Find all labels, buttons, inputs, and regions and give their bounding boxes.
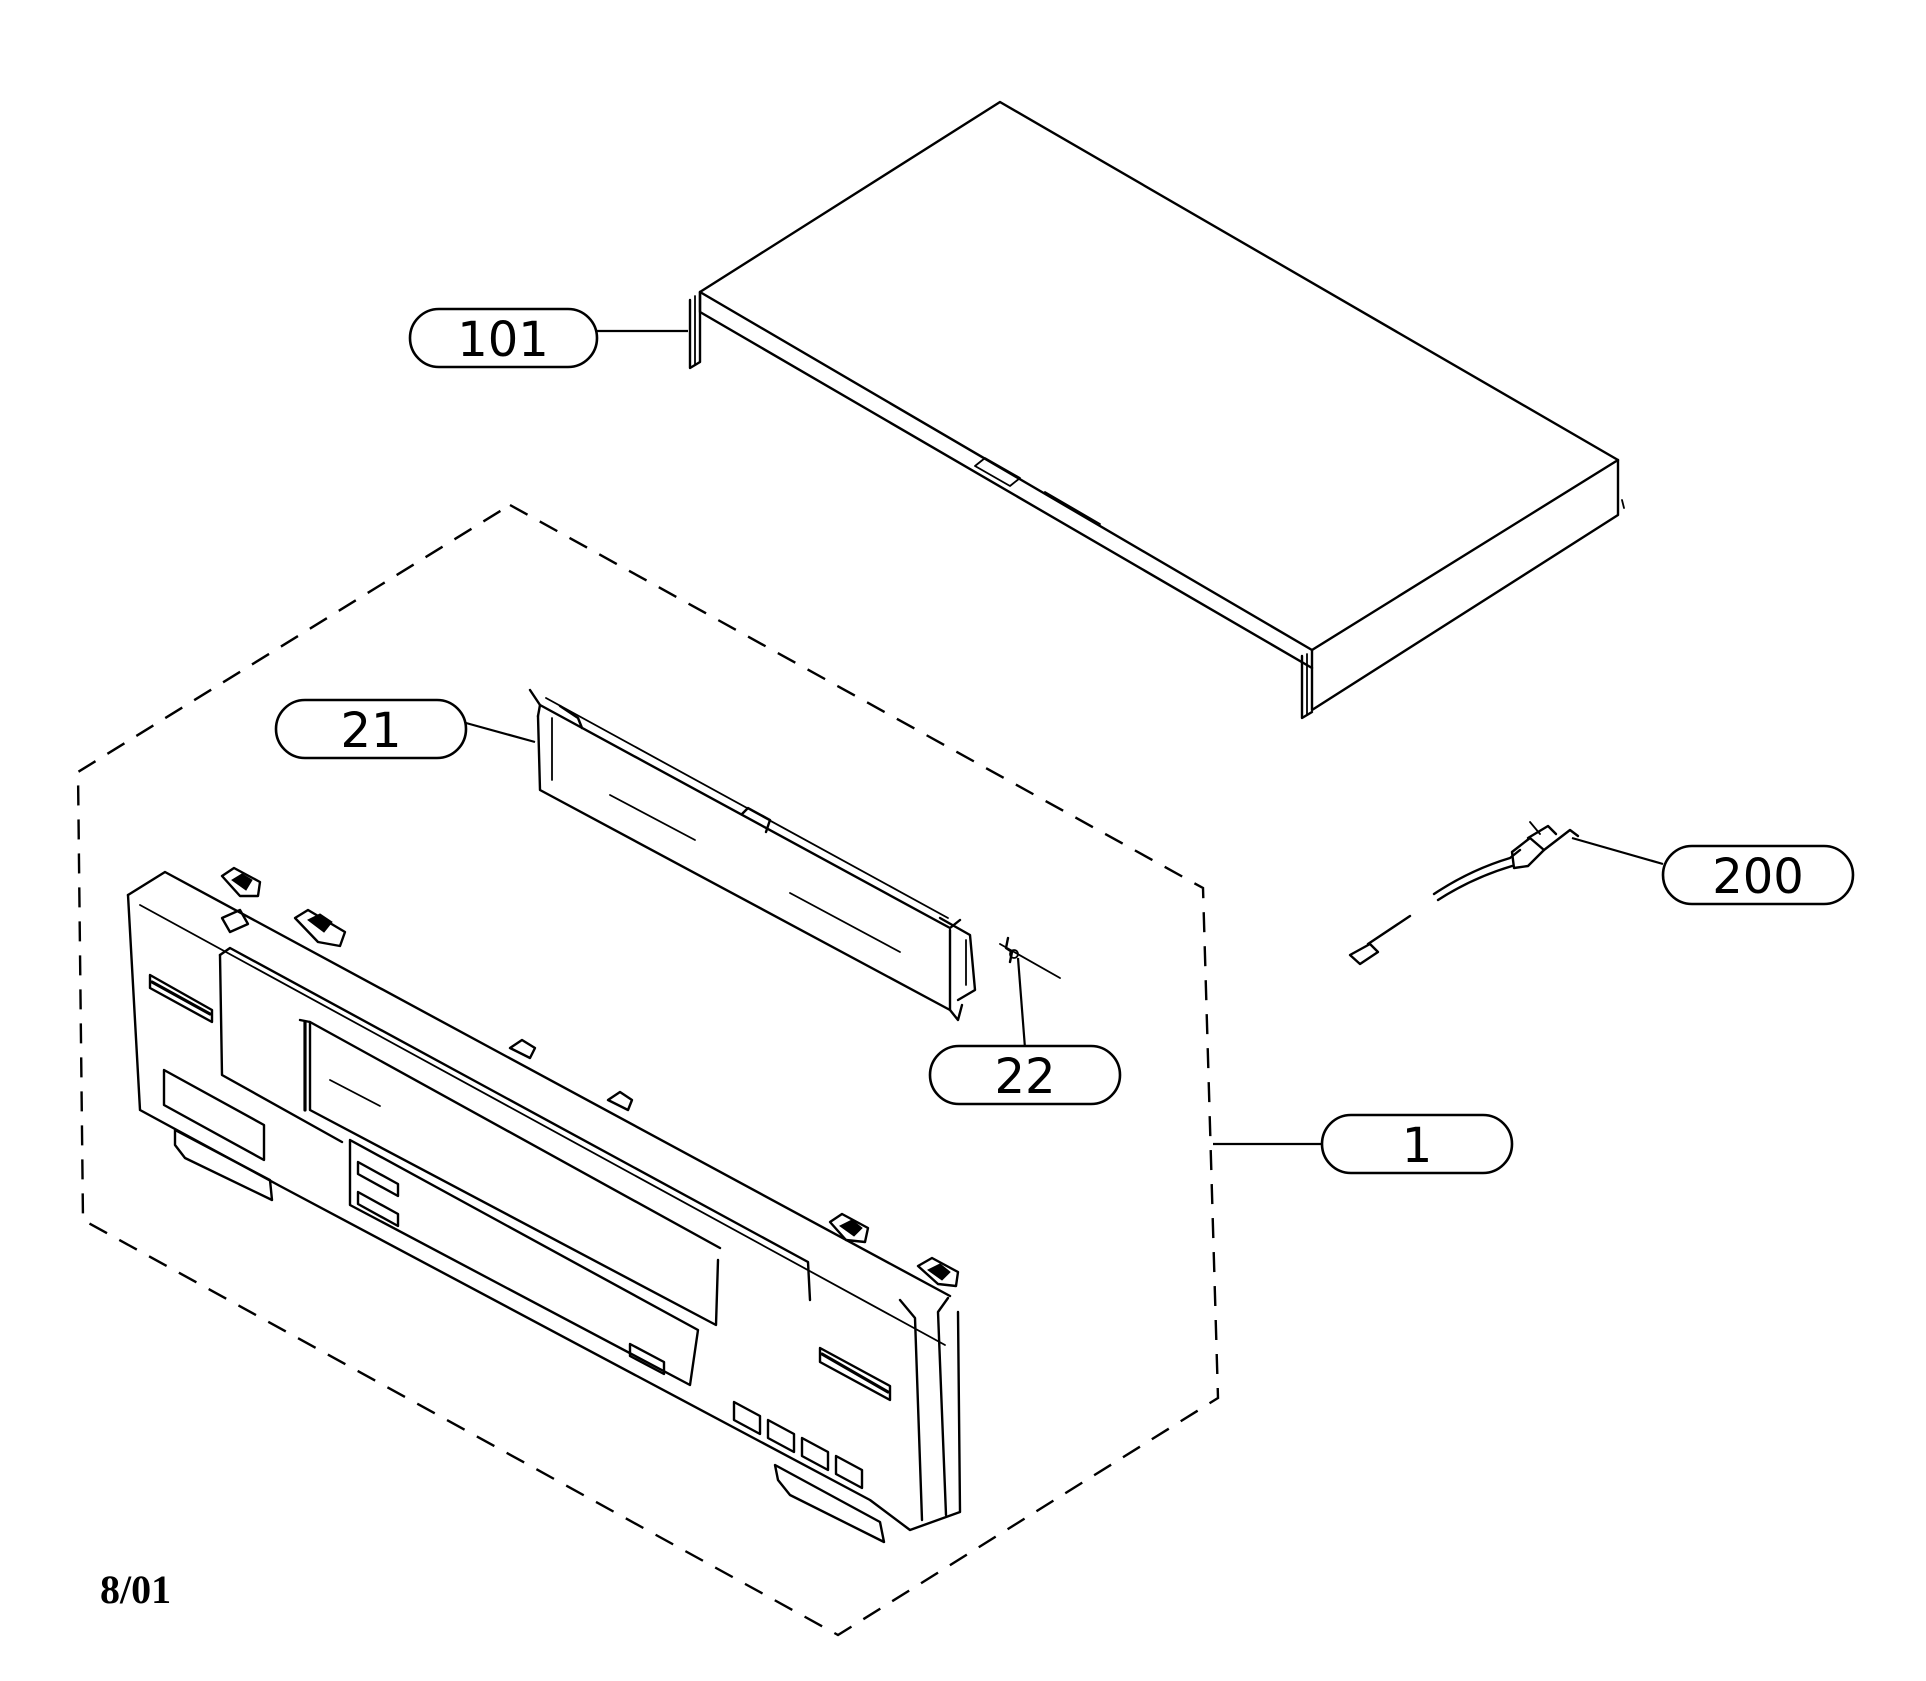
callout-1: 1	[1320, 1113, 1514, 1175]
top-cover-part	[688, 100, 1625, 720]
callout-101: 101	[408, 307, 599, 369]
callout-21: 21	[274, 698, 468, 760]
leader-22	[1016, 957, 1027, 1049]
callout-label-22: 22	[994, 1049, 1055, 1105]
callout-label-1: 1	[1402, 1118, 1433, 1174]
callout-label-101: 101	[457, 312, 549, 368]
callout-label-200: 200	[1712, 849, 1804, 905]
leader-200	[1571, 836, 1664, 866]
spring-part	[999, 936, 1061, 979]
callout-label-21: 21	[340, 703, 401, 759]
door-bracket-part	[528, 688, 977, 1022]
leader-21	[465, 721, 536, 744]
power-cord-part	[1348, 821, 1580, 966]
revision-date: 8/01	[100, 1567, 171, 1612]
callout-22: 22	[928, 1044, 1122, 1106]
front-panel-assembly-boundary	[76, 503, 1220, 1637]
front-panel-part	[126, 866, 962, 1544]
callout-200: 200	[1661, 844, 1855, 906]
